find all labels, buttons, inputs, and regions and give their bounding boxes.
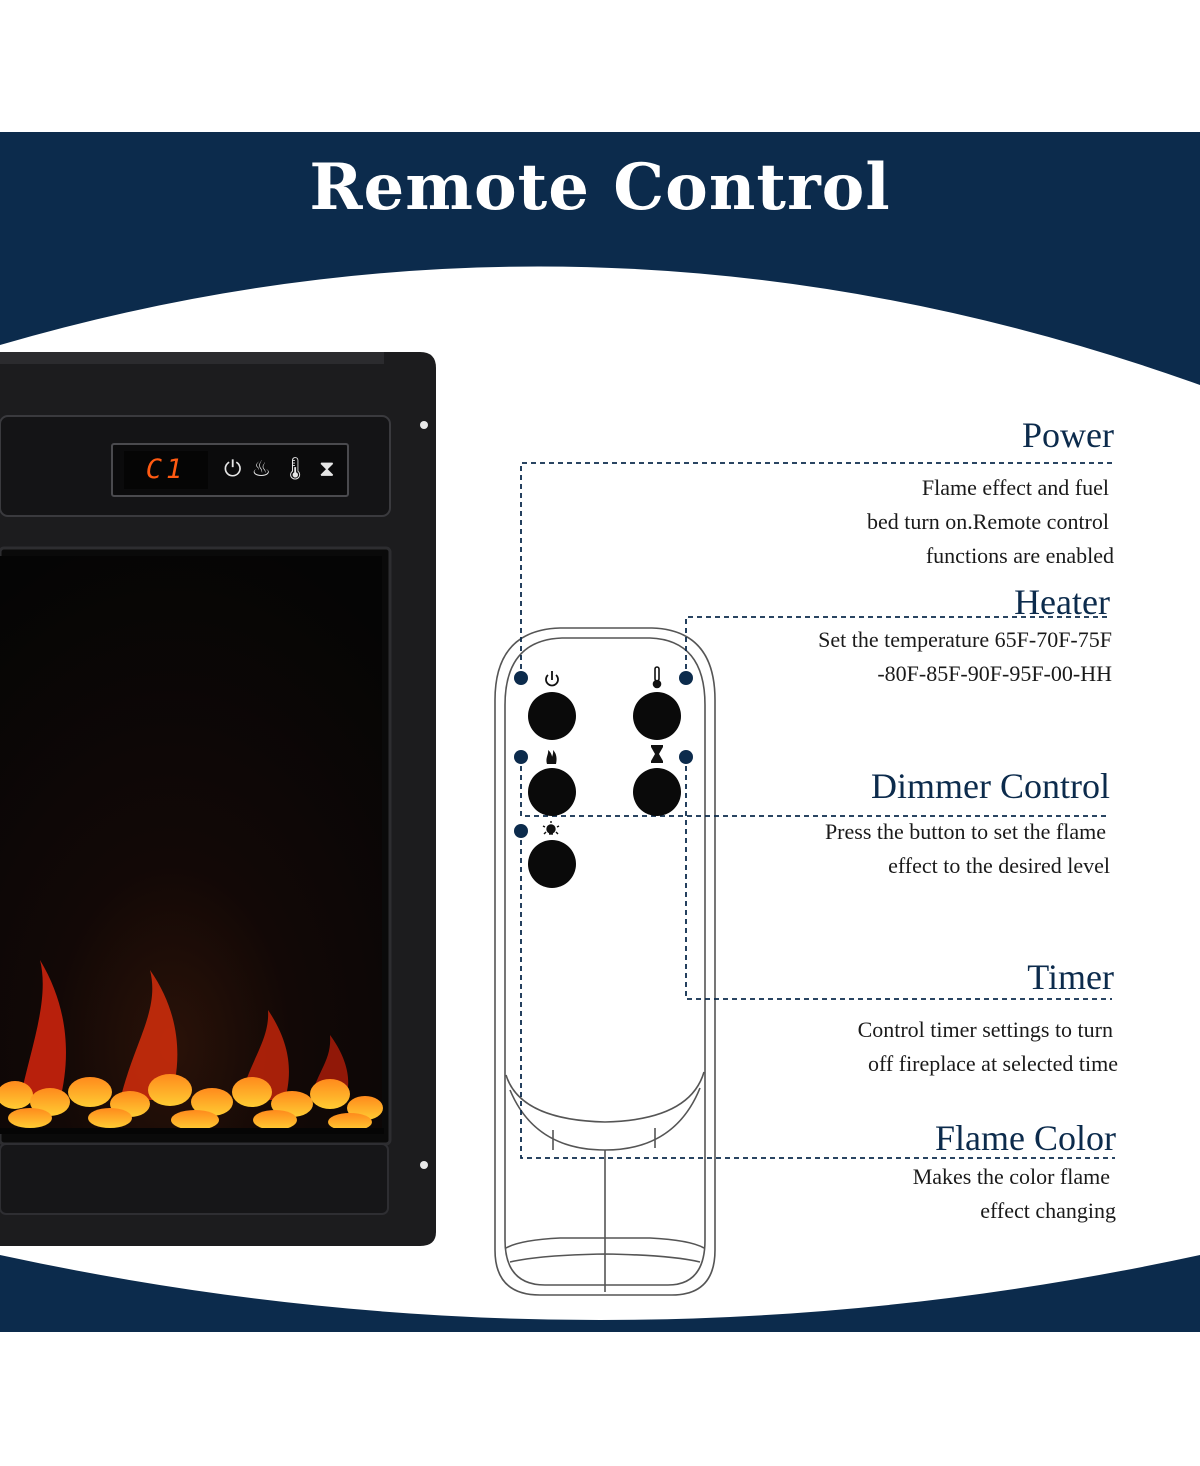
feature-desc-dimmer: Press the button to set the flame effect… <box>824 819 1110 878</box>
fireplace-image <box>0 352 436 1246</box>
heater-button <box>633 692 681 740</box>
feature-heading-timer: Timer <box>1027 957 1114 997</box>
thermometer-icon <box>652 666 662 689</box>
page-title: Remote Control <box>309 150 891 225</box>
feature-heading-flame-color: Flame Color <box>935 1118 1116 1158</box>
light-bulb-icon <box>542 821 560 835</box>
panel-hourglass-icon: ⧗ <box>319 457 335 482</box>
feature-desc-power: Flame effect and fuel bed turn on.Remote… <box>867 475 1114 568</box>
feature-heading-dimmer: Dimmer Control <box>871 766 1110 806</box>
feature-desc-timer: Control timer settings to turn off firep… <box>857 1017 1118 1076</box>
feature-heading-heater: Heater <box>1014 582 1110 622</box>
hourglass-icon <box>651 745 663 763</box>
leader-lines <box>520 462 1115 1159</box>
panel-icons: ⏻ ♨ 🌡 ⧗ <box>224 454 344 486</box>
flame-color-button <box>528 840 576 888</box>
led-display: C1 <box>145 454 187 485</box>
feature-desc-flame-color: Makes the color flame effect changing <box>912 1164 1116 1223</box>
feature-desc-heater: Set the temperature 65F-70F-75F -80F-85F… <box>818 627 1112 686</box>
timer-button <box>633 768 681 816</box>
panel-thermometer-icon: 🌡 <box>281 457 310 482</box>
power-button <box>528 692 576 740</box>
power-icon <box>545 671 559 687</box>
feature-heading-power: Power <box>1022 415 1114 455</box>
remote-outline <box>494 627 716 1296</box>
callout-dots <box>514 671 693 838</box>
remote-buttons <box>528 692 681 888</box>
panel-power-icon: ⏻ <box>224 457 242 482</box>
panel-flame-icon: ♨ <box>251 457 272 482</box>
dimmer-button <box>528 768 576 816</box>
flame-icon <box>546 750 557 764</box>
